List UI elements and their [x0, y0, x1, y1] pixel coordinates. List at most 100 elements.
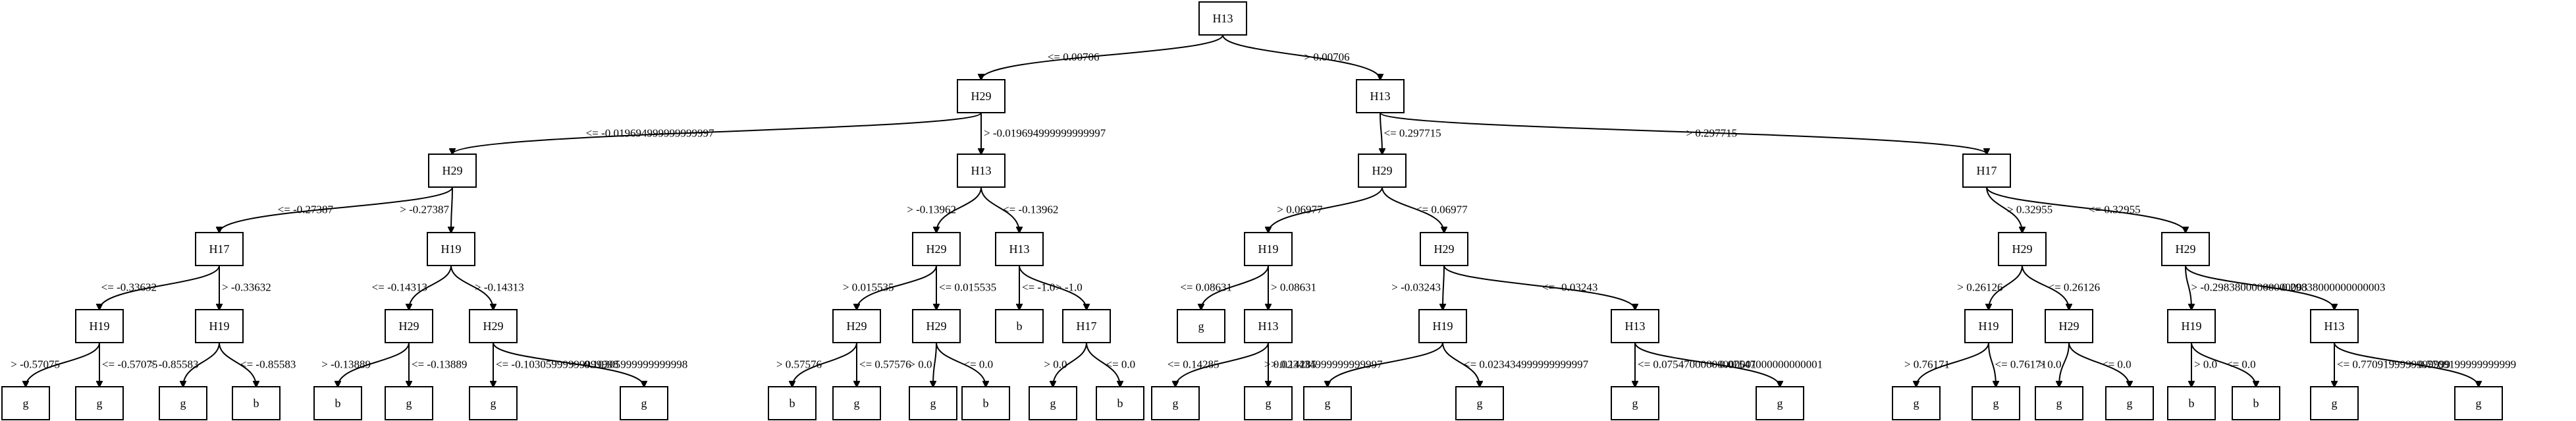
edge-condition-label: <= 0.00706 [1048, 51, 1100, 63]
node-label: g [406, 397, 412, 410]
split-node: H17 [1962, 154, 2011, 188]
node-label: H13 [2324, 320, 2345, 333]
edge-condition-label: > 0.07547000000000001 [1710, 358, 1823, 371]
edge-condition-label: <= 0.7709199999999999 [2337, 358, 2450, 371]
tree-edge [1382, 186, 1444, 233]
node-label: g [180, 397, 186, 410]
tree-edge [1986, 186, 2022, 233]
tree-edge [933, 342, 937, 387]
node-label: H17 [1977, 164, 1997, 177]
node-label: H19 [441, 242, 462, 256]
edge-condition-label: > -0.27387 [400, 204, 449, 216]
node-label: g [1050, 397, 1056, 410]
leaf-node: g [1611, 386, 1659, 420]
tree-edge [183, 342, 220, 387]
tree-edge [409, 265, 452, 310]
edge-condition-label: > -0.10305999999999998 [572, 358, 688, 371]
split-node: H17 [195, 232, 244, 266]
tree-edge [1175, 342, 1269, 387]
tree-edges: <= 0.00706 > 0.00706 <= -0.019694999999999… [11, 34, 2516, 387]
tree-edge [2191, 342, 2256, 387]
node-label: H29 [926, 242, 947, 256]
edge-condition-label: <= 0.76171 [1995, 358, 2047, 371]
tree-edge [981, 34, 1223, 80]
edge-condition-label: <= -0.33632 [101, 281, 157, 294]
tree-edge [2185, 265, 2334, 310]
node-label: H13 [1009, 242, 1030, 256]
edge-condition-label: <= 0.023434999999999997 [1464, 358, 1589, 371]
node-box [995, 309, 1044, 343]
edge-condition-label: <= -0.019694999999999997 [586, 127, 714, 140]
node-box [2035, 386, 2083, 420]
tree-edge [1380, 112, 1987, 154]
leaf-node: g [1455, 386, 1504, 420]
node-label: b [2253, 397, 2259, 410]
leaf-node: b [2167, 386, 2216, 420]
tree-edge [1986, 186, 2186, 233]
node-box [1998, 232, 2047, 266]
tree-edge [451, 186, 452, 233]
edge-condition-label: > -0.33632 [222, 281, 271, 294]
edge-condition-label: <= -0.03243 [1542, 281, 1597, 294]
node-label: H29 [971, 90, 992, 103]
node-label: g [1198, 320, 1204, 333]
tree-edge [450, 265, 493, 310]
node-label: H19 [1258, 242, 1279, 256]
node-box [1962, 154, 2011, 188]
node-box [1151, 386, 1200, 420]
split-node: H29 [2045, 309, 2093, 343]
edge-condition-label: <= -0.29838000000000003 [2263, 281, 2385, 294]
node-label: H29 [2059, 320, 2080, 333]
split-node: H29 [832, 309, 881, 343]
node-label: H13 [1213, 12, 1233, 25]
edge-condition-label: > -0.13889 [321, 358, 371, 371]
node-box [912, 232, 961, 266]
tree-edge [452, 112, 982, 154]
tree-edge [1222, 34, 1380, 80]
node-box [313, 386, 362, 420]
split-node: H19 [195, 309, 244, 343]
split-node: H29 [469, 309, 518, 343]
edge-condition-label: > 0.06977 [1277, 204, 1323, 216]
node-box [469, 309, 518, 343]
edge-condition-label: <= 0.57576 [859, 358, 911, 371]
tree-edge [1989, 265, 2023, 310]
node-box [957, 154, 1006, 188]
tree-edge [857, 265, 937, 310]
edge-condition-label: > 0.00706 [1304, 51, 1350, 63]
leaf-node: g [1, 386, 50, 420]
leaf-node: g [385, 386, 433, 420]
tree-edge [1053, 342, 1087, 387]
node-label: H19 [90, 320, 110, 333]
tree-edge [792, 342, 857, 387]
edge-condition-label: > 0.76171 [1904, 358, 1950, 371]
node-box [1244, 386, 1293, 420]
tree-edge [2334, 342, 2479, 387]
edge-condition-label: > -0.14313 [475, 281, 524, 294]
leaf-node: g [469, 386, 518, 420]
node-label: g [854, 397, 860, 410]
leaf-node: g [1151, 386, 1200, 420]
node-label: b [254, 397, 259, 410]
leaf-node: b [2232, 386, 2280, 420]
edge-condition-label: <= 0.07547000000000001 [1638, 358, 1757, 371]
tree-edge [1019, 265, 1087, 310]
leaf-node: b [995, 309, 1044, 343]
node-label: H17 [209, 242, 230, 256]
node-box [75, 309, 124, 343]
tree-edge [219, 186, 453, 233]
split-node: H13 [2310, 309, 2359, 343]
leaf-node: g [909, 386, 957, 420]
edge-condition-label: <= -0.57075 [102, 358, 157, 371]
node-box [832, 386, 881, 420]
tree-edge [99, 265, 220, 310]
leaf-node: g [1029, 386, 1077, 420]
node-box [159, 386, 207, 420]
edge-condition-label: <= 0.0 [2226, 358, 2256, 371]
leaf-node: b [768, 386, 817, 420]
edge-condition-label: <= -0.27387 [278, 204, 334, 216]
node-label: g [1632, 397, 1638, 410]
node-label: H19 [1979, 320, 1999, 333]
edge-condition-label: > -1.0 [1056, 281, 1083, 294]
node-box [1358, 154, 1407, 188]
